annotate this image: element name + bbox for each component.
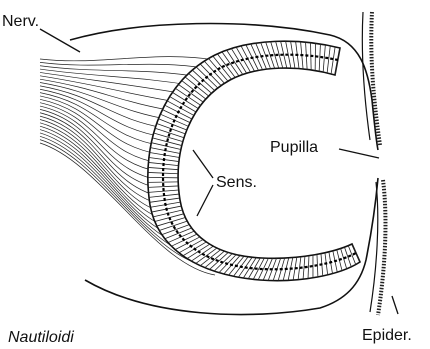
nerve-fibre <box>40 62 208 68</box>
nerve-fibre <box>40 66 201 77</box>
nerve-label: Nerv. <box>2 14 39 30</box>
nerve-fibre <box>40 86 169 129</box>
nerve-fibre <box>40 76 183 103</box>
retina-hatch <box>148 182 178 183</box>
pupil-label: Pupilla <box>270 140 318 156</box>
nerve-fibre <box>40 79 177 111</box>
sensory-label: Sens. <box>216 175 257 191</box>
epidermis-label: Epider. <box>362 328 412 344</box>
nerve-fibre <box>40 57 215 61</box>
retina-layer <box>148 41 360 280</box>
caption-label: Nautiloidi <box>8 330 74 346</box>
